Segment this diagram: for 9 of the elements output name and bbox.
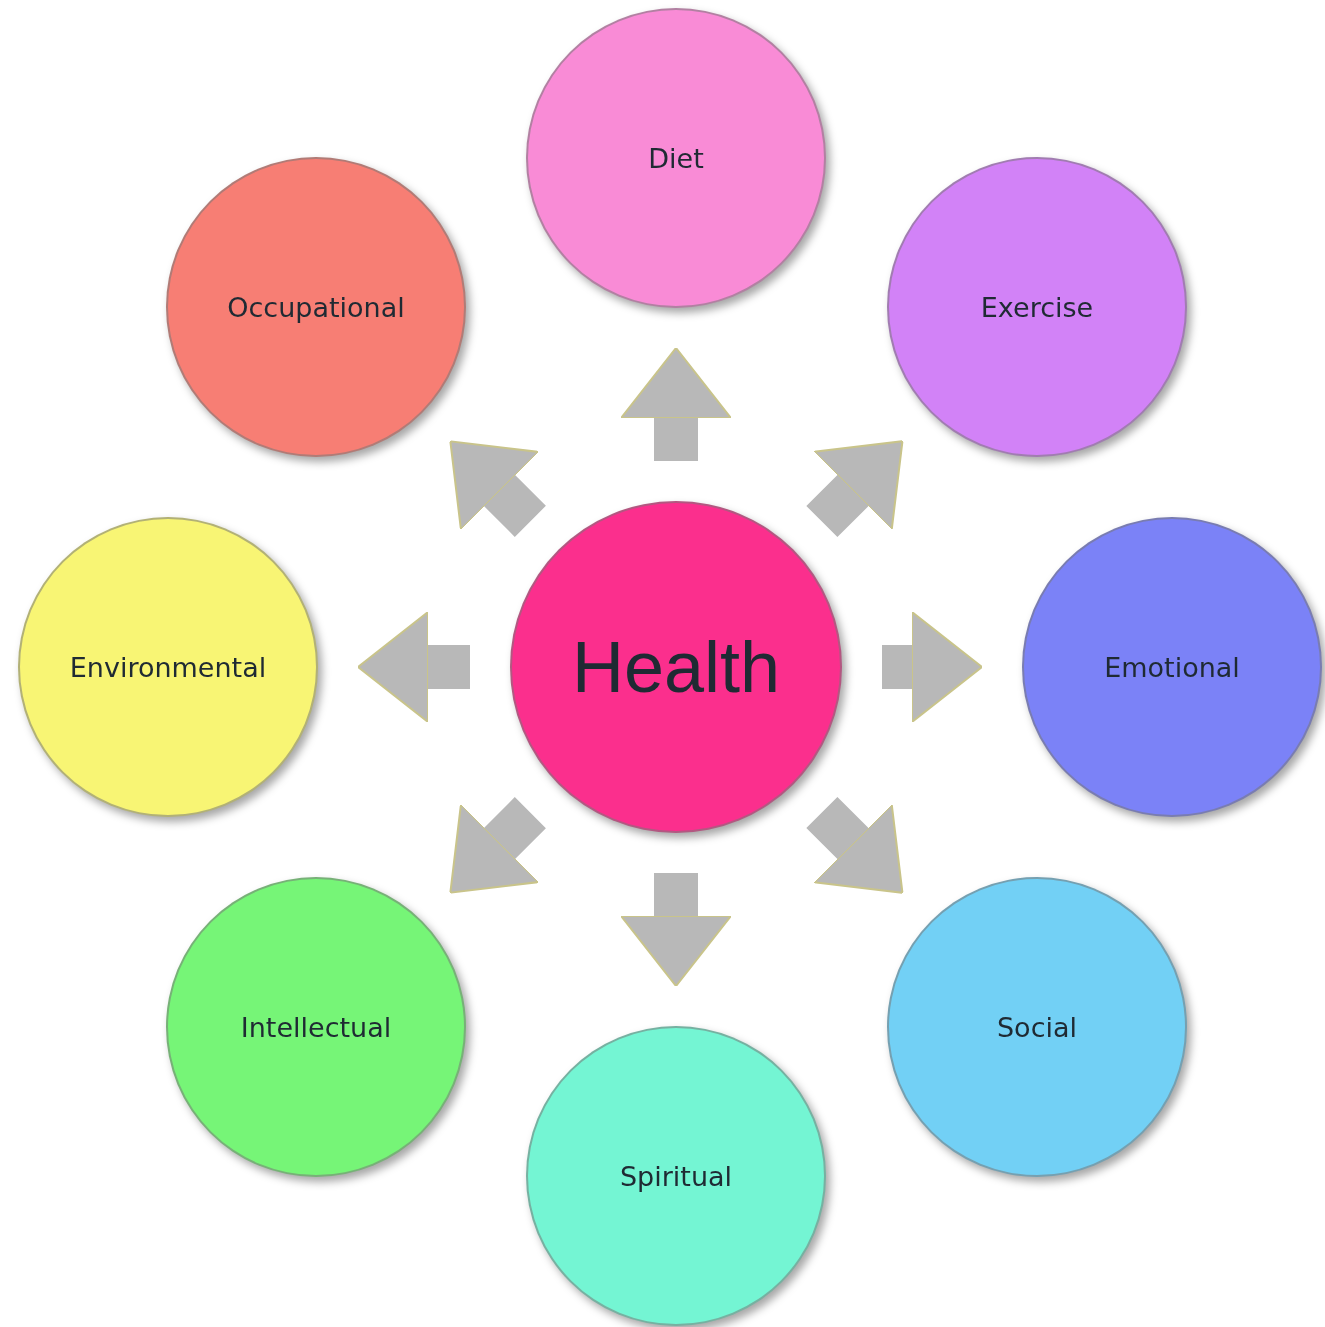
topic-label: Environmental [69,651,267,683]
topic-label: Social [996,1011,1078,1043]
topic-label: Diet [648,142,704,174]
topic-label: Emotional [1104,651,1240,683]
topic-label: Exercise [980,291,1094,323]
topic-label: Health [571,626,781,708]
topic-label: Spiritual [619,1160,733,1192]
topic-label: Occupational [227,291,405,323]
topic-label: Intellectual [240,1011,392,1043]
